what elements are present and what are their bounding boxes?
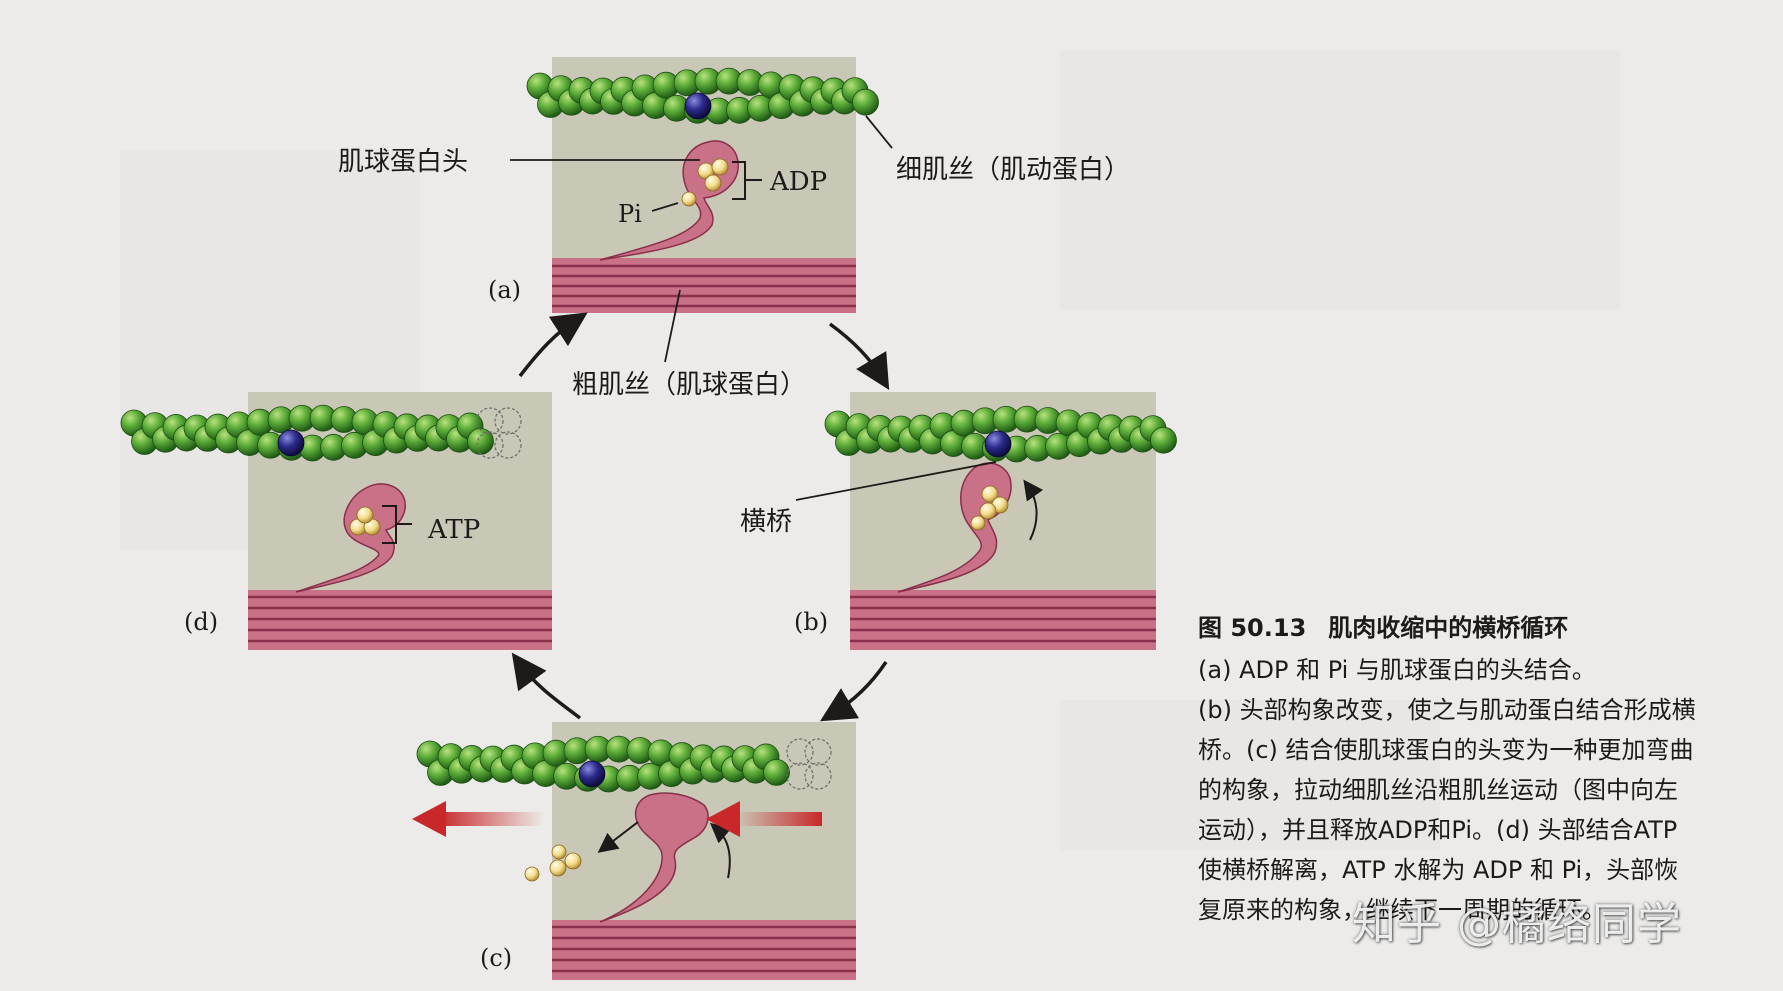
label-myosin-head: 肌球蛋白头 bbox=[338, 147, 468, 177]
myosin-head-d bbox=[295, 483, 406, 593]
leader-thick-filament bbox=[664, 289, 681, 363]
previous-position-ghost bbox=[494, 431, 522, 459]
myosin-binding-site bbox=[684, 92, 712, 120]
right-motion-arrow-head bbox=[706, 801, 740, 837]
myosin-head-c bbox=[599, 792, 709, 923]
previous-position-ghost bbox=[804, 762, 832, 790]
cycle-arrow-c-to-d bbox=[511, 652, 582, 720]
right-motion-arrow-shaft bbox=[736, 812, 822, 826]
phosphate-a bbox=[681, 191, 697, 207]
caption-figure-number: 图 50.13 bbox=[1198, 614, 1307, 642]
myosin-binding-site bbox=[984, 430, 1012, 458]
label-adp: ADP bbox=[769, 167, 827, 197]
label-thin-filament: 细肌丝（肌动蛋白） bbox=[896, 155, 1130, 185]
leader-cross-bridge bbox=[795, 461, 997, 501]
panel-a bbox=[526, 57, 879, 313]
left-motion-arrow-shaft bbox=[438, 812, 544, 826]
thin-filament-b bbox=[824, 405, 1177, 463]
caption-title-text: 肌肉收缩中的横桥循环 bbox=[1328, 614, 1569, 642]
actin-monomer bbox=[852, 88, 879, 116]
label-pi: Pi bbox=[618, 200, 642, 228]
actin-monomer bbox=[763, 759, 790, 786]
label-cross-bridge: 横桥 bbox=[740, 507, 792, 537]
panel-label-d: (d) bbox=[184, 608, 218, 636]
previous-position-ghost bbox=[786, 738, 814, 766]
previous-position-ghost bbox=[476, 431, 504, 459]
caption-line-bcd: (b) 头部构象改变，使之与肌动蛋白结合形成横桥。(c) 结合使肌球蛋白的头变为… bbox=[1198, 696, 1696, 924]
caption-title: 图 50.13 肌肉收缩中的横桥循环 bbox=[1198, 608, 1698, 648]
panel-label-a: (a) bbox=[488, 276, 521, 304]
panel-c bbox=[412, 722, 856, 980]
zhihu-watermark: 知乎 @橘络同学 bbox=[1352, 899, 1682, 950]
cycle-arrow-b-to-c bbox=[819, 661, 888, 722]
previous-position-ghost bbox=[786, 762, 814, 790]
label-thick-filament: 粗肌丝（肌球蛋白） bbox=[572, 370, 806, 400]
actin-monomer bbox=[1150, 426, 1177, 454]
myosin-binding-site bbox=[277, 429, 305, 457]
label-atp: ATP bbox=[427, 515, 480, 545]
panel-d bbox=[120, 392, 552, 650]
thick-filament-c bbox=[552, 920, 856, 980]
leader-thin-filament bbox=[865, 115, 893, 149]
previous-position-ghost bbox=[476, 407, 504, 435]
panel-b bbox=[824, 392, 1177, 650]
cycle-arrows bbox=[511, 312, 890, 722]
cycle-arrow-d-to-a bbox=[518, 312, 588, 378]
thin-filament-c bbox=[416, 735, 832, 793]
leader-lines bbox=[510, 115, 997, 501]
myosin-binding-site bbox=[578, 760, 606, 788]
adp-bracket-a bbox=[732, 161, 762, 200]
thick-filament-b bbox=[850, 590, 1156, 650]
thick-filament-d bbox=[248, 590, 552, 650]
panel-label-c: (c) bbox=[480, 944, 512, 972]
left-motion-arrow-head bbox=[412, 801, 446, 837]
previous-position-ghost bbox=[804, 738, 832, 766]
release-arrow-c bbox=[597, 821, 639, 853]
cycle-arrow-a-to-b bbox=[828, 322, 890, 391]
thin-filament-a bbox=[526, 67, 879, 125]
previous-position-ghost bbox=[494, 407, 522, 435]
head-bend-arrow-c bbox=[709, 822, 732, 879]
panel-label-b: (b) bbox=[794, 608, 828, 636]
atp-bracket-d bbox=[382, 505, 412, 544]
head-rotation-arrow-b bbox=[1023, 479, 1044, 541]
thin-filament-d bbox=[120, 404, 522, 462]
figure-caption: 图 50.13 肌肉收缩中的横桥循环 (a) ADP 和 Pi 与肌球蛋白的头结合… bbox=[1198, 608, 1698, 930]
caption-line-a: (a) ADP 和 Pi 与肌球蛋白的头结合。 bbox=[1198, 656, 1596, 684]
thick-filament-a bbox=[552, 258, 856, 313]
